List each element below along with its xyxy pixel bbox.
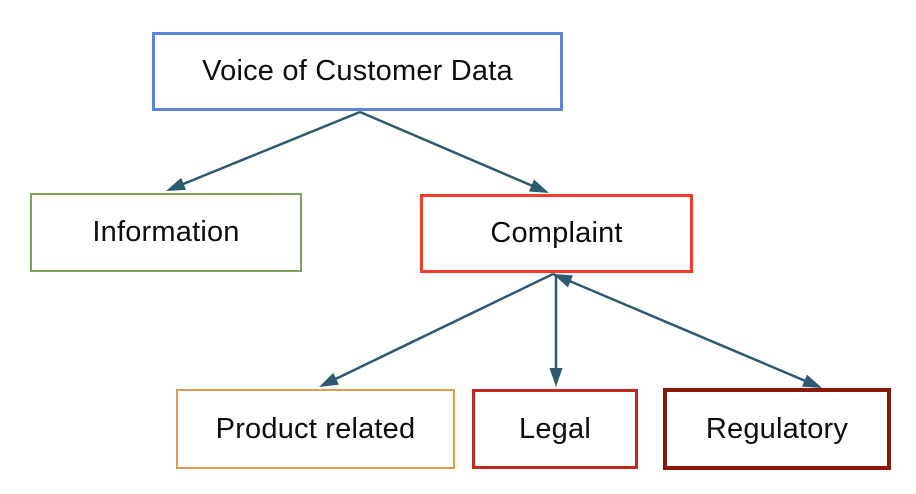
node-complaint: Complaint — [420, 194, 693, 273]
node-label: Voice of Customer Data — [202, 55, 513, 87]
node-regulatory: Regulatory — [663, 388, 891, 470]
node-label: Regulatory — [705, 412, 849, 445]
node-label: Product related — [215, 412, 416, 445]
node-label: Legal — [519, 412, 591, 445]
node-label: Complaint — [490, 217, 623, 249]
node-legal: Legal — [472, 389, 638, 469]
node-product-related: Product related — [176, 389, 455, 469]
node-voice-of-customer-data: Voice of Customer Data — [152, 32, 563, 111]
node-label: Information — [92, 216, 240, 248]
node-information: Information — [30, 193, 302, 272]
